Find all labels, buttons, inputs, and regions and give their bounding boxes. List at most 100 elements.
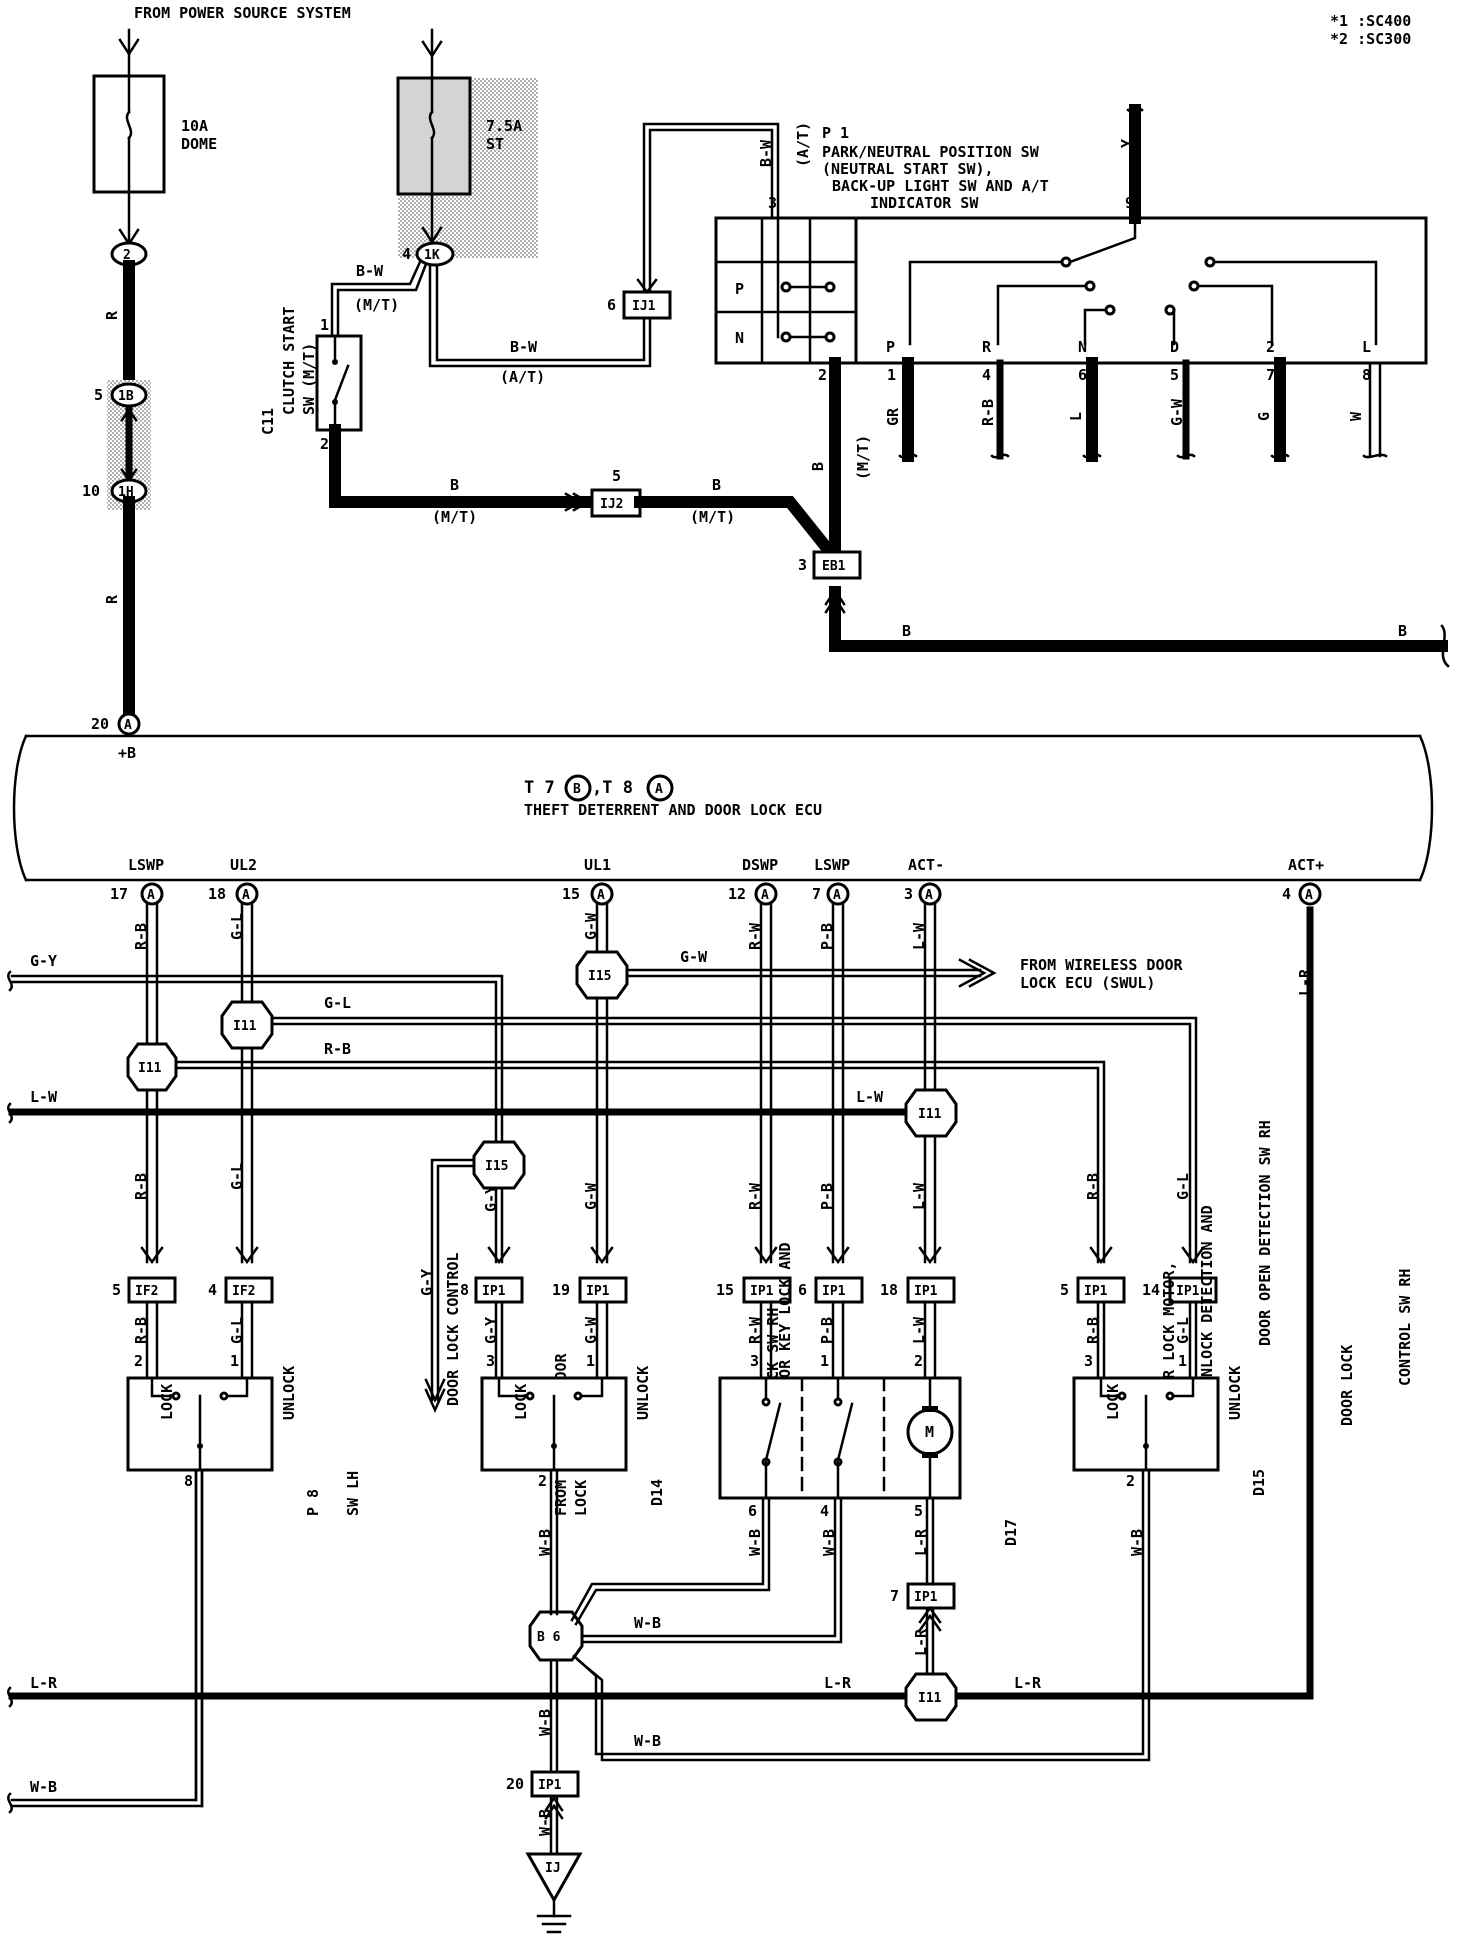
ecu-term-ul1: UL1 — [584, 856, 611, 874]
connector-ip1-19-label: IP1 — [586, 1284, 610, 1299]
connector-ip1-15-label: IP1 — [750, 1284, 774, 1299]
wire-gr-label: GR — [884, 407, 902, 426]
connector-ip1-7-label: IP1 — [914, 1590, 938, 1605]
wire-wb-bottom: W-B — [634, 1732, 661, 1750]
p1-pos-p: P — [886, 338, 895, 356]
ecu-term-act-minus: ACT- — [908, 856, 944, 874]
wire-rb-d15: R-B — [1084, 1317, 1102, 1344]
connector-2-label: 2 — [123, 248, 131, 263]
p8-pin-2: 2 — [134, 1352, 143, 1370]
connector-eb1 — [812, 550, 862, 580]
wire-b-label-2: B — [712, 476, 721, 494]
d17-pin-3: 3 — [750, 1352, 759, 1370]
d15-switch: R-B G-L 3 1 LOCK UNLOCK 2 D15 DOOR LOCK … — [572, 1269, 1414, 1762]
junction-i15-b — [472, 1140, 526, 1190]
connector-ip1-19 — [578, 1276, 628, 1304]
c11-line2: SW (M/T) — [300, 343, 318, 415]
wire-rw-12b: R-W — [746, 1182, 764, 1210]
d17-pin-6: 6 — [748, 1502, 757, 1520]
ecu-term-lswp-2: LSWP — [814, 856, 850, 874]
p1-pin-8: 8 — [1362, 366, 1371, 384]
junction-i11-c-label: I11 — [918, 1107, 942, 1122]
wire-lr-label-2: L-R — [824, 1674, 852, 1692]
ecu-conn-b: B — [573, 782, 581, 797]
dome-fuse-rating: 10A — [181, 117, 208, 135]
junction-i11-d — [904, 1672, 958, 1722]
p8-switch: R-B G-L 2 1 LOCK UNLOCK 8 P 8 DOOR LOCK … — [126, 1252, 462, 1808]
wire-mt-label-4: (M/T) — [854, 435, 872, 480]
d17-motor-label: M — [925, 1423, 934, 1441]
wire-lr-label-3: L-R — [1014, 1674, 1042, 1692]
ecu-pin-12: 12 — [728, 885, 746, 903]
p1-grid-p: P — [735, 280, 744, 298]
d14-line1: DOOR KEY LOCK AND — [776, 1242, 794, 1396]
connector-if2-5-pin: 5 — [112, 1281, 121, 1299]
connector-ip1-8 — [474, 1276, 524, 1304]
connector-1b-pin: 5 — [94, 386, 103, 404]
ecu-term-dswp: DSWP — [742, 856, 778, 874]
ecu-pin-17-conn: A — [147, 888, 155, 903]
c11-body — [315, 334, 363, 432]
p1-pin-9: 9 — [1125, 194, 1134, 212]
wire-wb-b6: W-B — [634, 1614, 661, 1632]
wire-b-label: B — [450, 476, 459, 494]
wire-g-label: G — [1255, 412, 1273, 421]
dome-fuse-branch: 10A DOME 2 R 1B 5 1H 10 R A 20 +B — [82, 28, 217, 762]
connector-ij1 — [622, 290, 672, 320]
p1-line2: (NEUTRAL START SW), — [822, 160, 994, 178]
wire-wb-ground: W-B — [536, 1709, 554, 1736]
p1-pin-6: 6 — [1078, 366, 1087, 384]
p1-pin-1: 1 — [887, 366, 896, 384]
wire-r-label: R — [103, 310, 121, 320]
connector-ip1-8-label: IP1 — [482, 1284, 506, 1299]
junctions: I11 I11 I15 I15 I11 I11 B 6 — [126, 950, 958, 1722]
wire-rw-d17: R-W — [746, 1316, 764, 1344]
connector-eb1-pin: 3 — [798, 556, 807, 574]
p8-line2: SW LH — [344, 1471, 362, 1516]
note-sc400: *1 :SC400 — [1330, 12, 1411, 30]
ecu-pin-18: 18 — [208, 885, 226, 903]
connector-a-20 — [117, 712, 141, 736]
d14-unlock-label: UNLOCK — [634, 1366, 652, 1420]
junction-i11-d-label: I11 — [918, 1691, 942, 1706]
ground-branch: W-B IP1 20 W-B IJ — [506, 1658, 583, 1934]
wire-rb-17b: R-B — [132, 1173, 150, 1200]
p8-pin-1: 1 — [230, 1352, 239, 1370]
ecu-pin-3: 3 — [904, 885, 913, 903]
connector-ip1-14-label: IP1 — [1176, 1284, 1200, 1299]
connector-1k — [415, 241, 455, 267]
connector-ij1-label: IJ1 — [632, 299, 656, 314]
p1-body — [714, 216, 1428, 365]
p8-pin-8: 8 — [184, 1472, 193, 1490]
junction-i15-a-label: I15 — [588, 969, 611, 984]
connector-ip1-15 — [742, 1276, 792, 1304]
st-fuse-rating: 7.5A — [486, 117, 522, 135]
connector-1k-pin: 4 — [402, 245, 411, 263]
connector-ip1-8-pin: 8 — [460, 1281, 469, 1299]
ecu-term-ul2: UL2 — [230, 856, 257, 874]
connector-ip1-20-label: IP1 — [538, 1778, 562, 1793]
wire-wb-label: W-B — [30, 1778, 57, 1796]
junction-i11-a-label: I11 — [233, 1019, 257, 1034]
wire-wb-d14: W-B — [536, 1529, 554, 1556]
wire-pb-7b: P-B — [818, 1183, 836, 1210]
wire-gl-label: G-L — [324, 994, 351, 1012]
connector-ip1-20 — [530, 1770, 580, 1798]
d15-pin-2: 2 — [1126, 1472, 1135, 1490]
ecu-name-t8: ,T 8 — [592, 778, 633, 798]
d17-motor-switch: R-W P-B L-W 3 1 2 M 6 4 5 D17 DOOR LOCK … — [570, 1120, 1274, 1676]
d14-id: D14 — [648, 1479, 666, 1506]
wire-r-label-2: R — [103, 594, 121, 604]
wire-mt-label-3: (M/T) — [690, 508, 735, 526]
wire-gy-label: G-Y — [30, 952, 57, 970]
d15-lock-label: LOCK — [1104, 1384, 1122, 1420]
wire-wb-d17-6: W-B — [746, 1529, 764, 1556]
d17-id: D17 — [1002, 1519, 1020, 1546]
ecu-pin-3-conn: A — [925, 888, 933, 903]
d17-pin-4: 4 — [820, 1502, 829, 1520]
ecu-pin-17: 17 — [110, 885, 128, 903]
wire-wb-ground-2: W-B — [536, 1809, 554, 1836]
connector-1h-pin: 10 — [82, 482, 100, 500]
connector-ij2-label: IJ2 — [600, 497, 623, 512]
